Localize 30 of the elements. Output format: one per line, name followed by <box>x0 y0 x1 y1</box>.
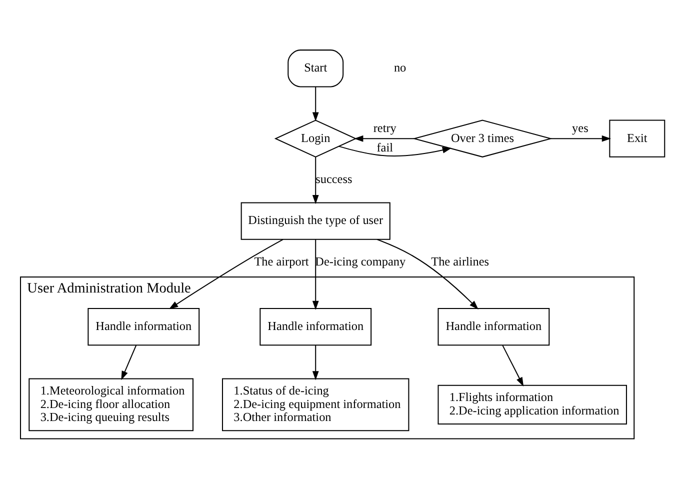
edge-label: retry <box>373 120 396 135</box>
edge-label: The airport <box>254 254 309 268</box>
edge-label: The airlines <box>431 254 490 268</box>
node-box: 1.Flights information 2.De-icing application information <box>438 384 627 424</box>
node-box: Handle information <box>438 308 550 346</box>
edge-label: success <box>316 171 352 186</box>
label: no <box>394 60 406 74</box>
node-diamond: Over 3 times <box>412 119 553 157</box>
arrow <box>550 134 612 142</box>
arrow <box>121 344 137 380</box>
node-diamond: Login <box>274 119 357 157</box>
node-box: 1.Status of de-icing 2.De-icing equipment information 3.Other information <box>222 378 410 431</box>
arrow <box>312 86 319 121</box>
arrow <box>312 239 319 310</box>
node-box: Handle information <box>260 308 372 346</box>
arrow <box>312 344 319 380</box>
arrow <box>376 238 478 310</box>
edge-label: yes <box>572 120 588 135</box>
arrow <box>502 344 524 386</box>
node-box: 1.Meteorological information 2.De-icing floor allocation 3.De-icing queuing results <box>28 378 194 431</box>
node-box: Distinguish the type of user <box>240 202 390 240</box>
arrow <box>338 145 452 156</box>
arrow <box>354 134 414 142</box>
edge-label: fail <box>376 140 394 154</box>
node-box: Start <box>288 49 344 87</box>
node-box: Handle information <box>88 308 200 346</box>
node-box: Exit <box>609 119 666 157</box>
arrow <box>312 156 319 204</box>
edge-label: De-icing company <box>315 254 406 268</box>
arrow <box>168 238 284 309</box>
